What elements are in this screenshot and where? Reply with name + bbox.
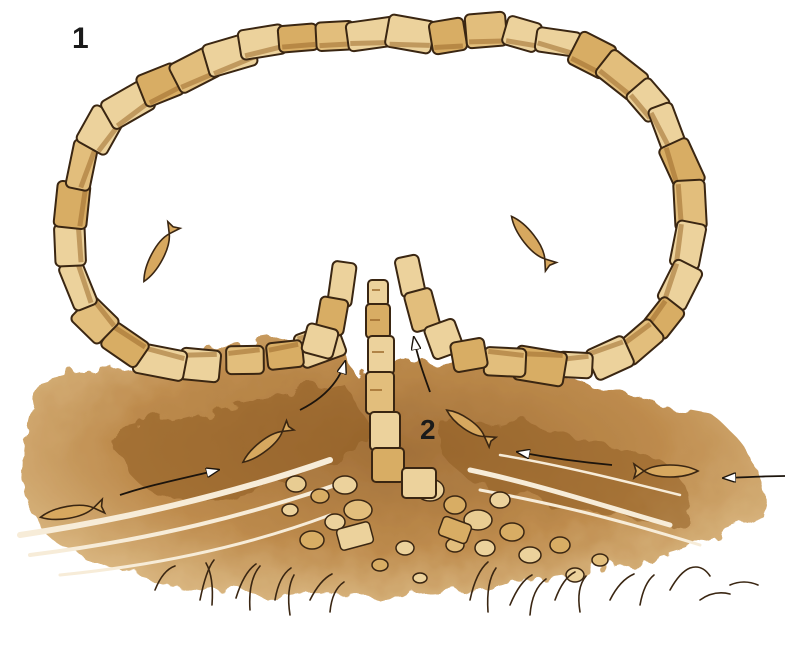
fish-icon — [138, 222, 180, 285]
stone-icon — [384, 14, 435, 54]
fish-icon — [506, 212, 556, 271]
trap-pond-label: 1 — [72, 24, 89, 54]
left-wing-wall — [301, 261, 357, 360]
stone-shadow — [390, 42, 430, 48]
entrance-label: 2 — [420, 416, 436, 444]
right-wing-wall — [394, 254, 488, 373]
stone-icon — [266, 340, 305, 370]
stone-shadow — [469, 38, 504, 44]
